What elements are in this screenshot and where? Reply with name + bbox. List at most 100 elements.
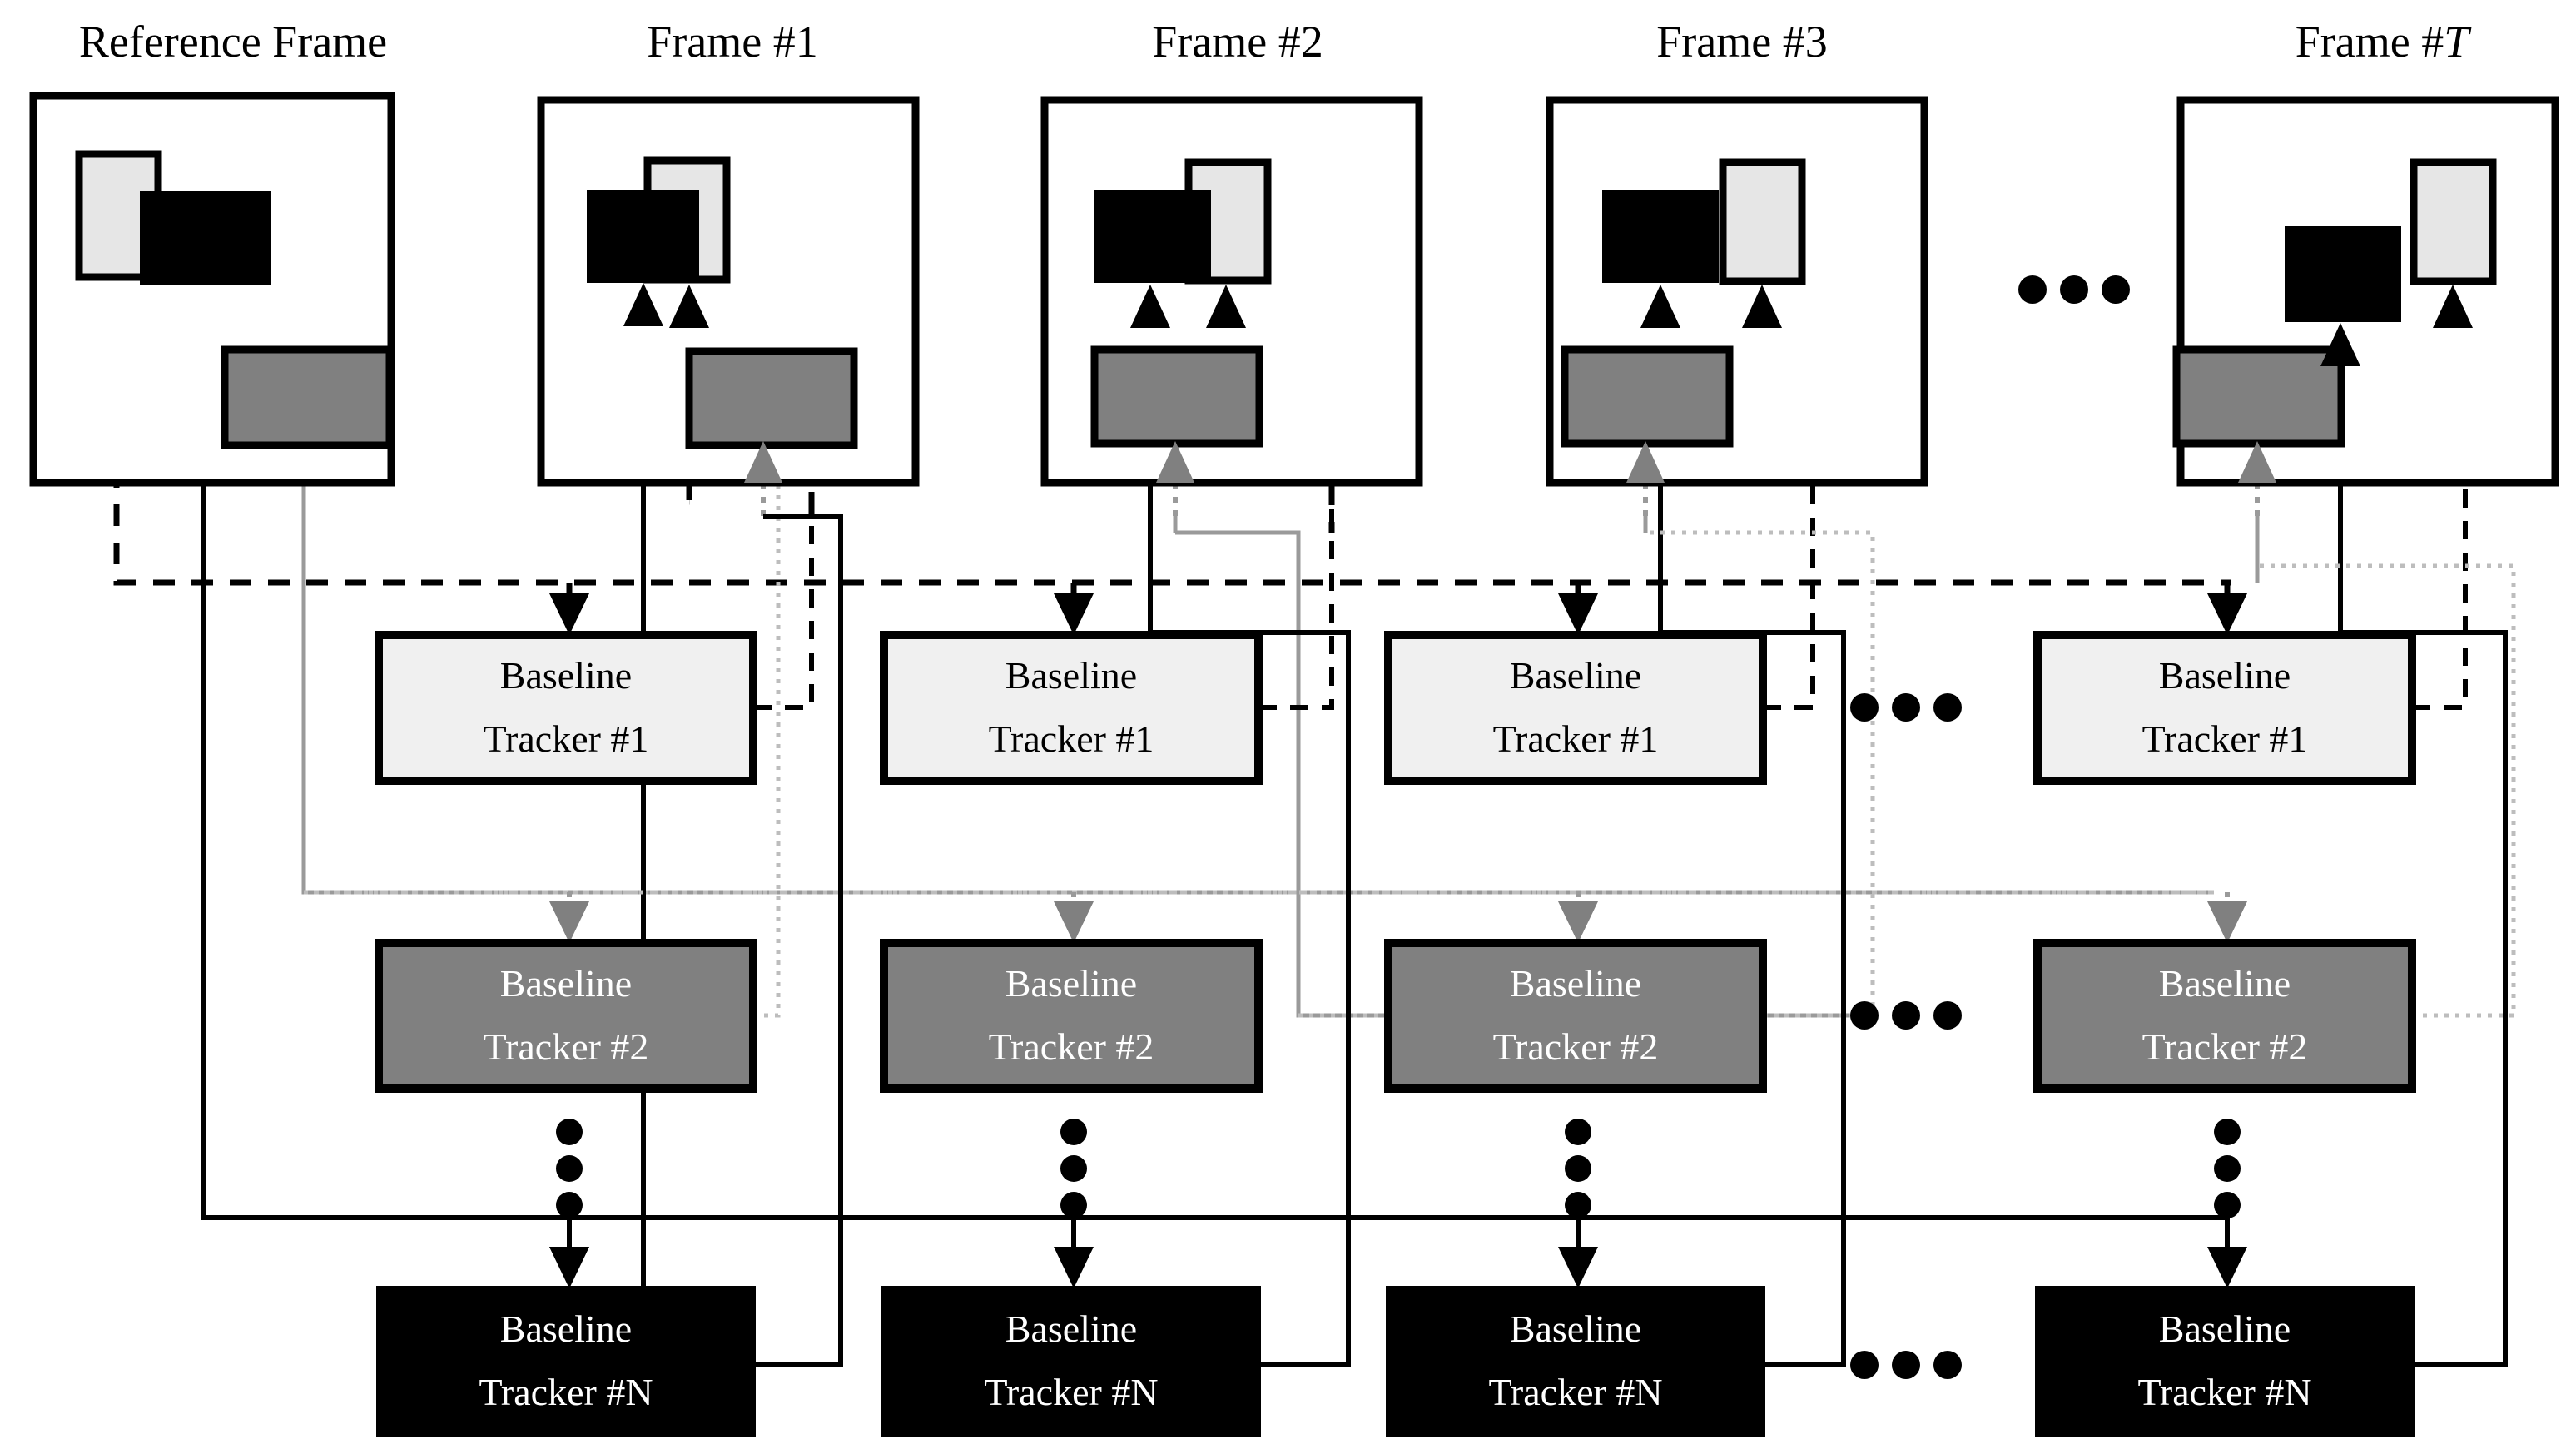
tracker-label-line1: Baseline <box>2159 654 2291 697</box>
trackerN-row-dots-icon <box>1850 1351 1962 1379</box>
tracker-label-line2: Tracker #N <box>479 1371 653 1413</box>
frame-panel-1[interactable] <box>537 96 920 487</box>
trackerN-col1-return <box>753 514 843 1367</box>
arrow-into-tracker2-col3 <box>1558 892 1598 943</box>
colT-solid-feed <box>2338 483 2508 1367</box>
f3-gray-arrowhead <box>1626 441 1665 483</box>
f3-light-arrowhead <box>1742 285 1782 328</box>
gray-target-rect <box>1561 345 1734 448</box>
f1-light-arrowhead <box>669 285 709 328</box>
tracker2-col1-return <box>753 454 781 1018</box>
tracker-box-row2-col2[interactable]: Baseline Tracker #2 <box>880 939 1263 1093</box>
tracker-label-line2: Tracker #N <box>1488 1371 1662 1413</box>
col3-solid-feed <box>1658 483 1846 1365</box>
tracker-box-row2-colT[interactable]: Baseline Tracker #2 <box>2033 939 2416 1093</box>
tracker-label-line1: Baseline <box>1510 1308 1641 1350</box>
tracker2-row-dots-icon <box>1850 1001 1962 1030</box>
frame-panel-3[interactable] <box>1546 96 1928 487</box>
tracker-label-line2: Tracker #2 <box>484 1025 649 1068</box>
black-target-rect <box>1094 190 1211 283</box>
tracker-label-line1: Baseline <box>500 654 632 697</box>
tracker-label-line1: Baseline <box>2159 1308 2291 1350</box>
tracker-box-rowN-col1[interactable]: Baseline Tracker #N <box>376 1286 756 1437</box>
tracker-label-line1: Baseline <box>500 1308 632 1350</box>
gray-target-rect <box>1090 345 1263 448</box>
frame-panel-reference[interactable] <box>29 92 395 487</box>
frame-title-t-base: Frame # <box>2296 17 2444 67</box>
arrow-into-tracker1-colT <box>2207 583 2247 635</box>
tracker-boxes: Baseline Tracker #1 Baseline Tracker #1 … <box>375 631 2416 1437</box>
arrow-into-trackerN-col1 <box>549 1218 589 1288</box>
light-target-rect <box>2410 158 2497 285</box>
gray-target-rect <box>2172 345 2345 448</box>
col3-vertical-dots-icon <box>1565 1119 1591 1218</box>
arrow-into-tracker1-col2 <box>1054 583 1094 635</box>
tracker-label-line2: Tracker #N <box>984 1371 1158 1413</box>
tracker-label-line1: Baseline <box>1510 654 1641 697</box>
col1-solid-feed <box>641 476 841 1367</box>
gray-target-rect <box>221 345 394 449</box>
tracker-box-row1-col2[interactable]: Baseline Tracker #1 <box>880 631 1263 785</box>
col2-solid-feed <box>1148 483 1351 1365</box>
f2-gray-arrowhead <box>1156 441 1194 483</box>
tracker-box-row1-col1[interactable]: Baseline Tracker #1 <box>375 631 757 785</box>
frame-title-t: Frame #T <box>2296 17 2472 67</box>
tracker-box-row1-colT[interactable]: Baseline Tracker #1 <box>2033 631 2416 785</box>
tracker-label-line2: Tracker #1 <box>1493 717 1659 760</box>
tracker-label-line1: Baseline <box>500 962 632 1005</box>
tracker-label-line1: Baseline <box>1005 962 1137 1005</box>
frame-title-reference: Reference Frame <box>79 17 387 67</box>
frame-title-t-italic: T <box>2444 17 2472 67</box>
arrow-into-tracker2-col1 <box>549 892 589 943</box>
tracker-box-row2-col3[interactable]: Baseline Tracker #2 <box>1384 939 1767 1093</box>
tracker-label-line1: Baseline <box>1510 962 1641 1005</box>
ft-gray-arrowhead <box>2238 441 2276 483</box>
tracker-box-rowN-colT[interactable]: Baseline Tracker #N <box>2035 1286 2415 1437</box>
black-target-rect <box>140 191 271 285</box>
arrow-into-tracker2-colT <box>2207 892 2247 943</box>
tracker2-col3-return <box>1645 530 1875 1018</box>
tracker-label-line2: Tracker #1 <box>2142 717 2308 760</box>
light-target-rect <box>1719 158 1806 285</box>
f2-black-arrowhead <box>1130 285 1170 328</box>
frame-title-1: Frame #1 <box>647 17 817 67</box>
arrow-into-tracker2-col2 <box>1054 892 1094 943</box>
frame-panels <box>29 92 2559 487</box>
frame-title-3: Frame #3 <box>1656 17 1827 67</box>
tracker-box-rowN-col2[interactable]: Baseline Tracker #N <box>881 1286 1261 1437</box>
tracker-label-line2: Tracker #N <box>2137 1371 2311 1413</box>
f1-gray-arrowhead <box>744 441 782 483</box>
gray-target-rect <box>685 347 858 449</box>
frame-panel-2[interactable] <box>1040 96 1423 487</box>
frame-panel-t[interactable] <box>2172 96 2559 487</box>
ellipsis-dots <box>556 275 2241 1379</box>
frames-row-dots-icon <box>2018 275 2130 304</box>
tracker-box-rowN-col3[interactable]: Baseline Tracker #N <box>1386 1286 1765 1437</box>
tracker-box-row2-col1[interactable]: Baseline Tracker #2 <box>375 939 757 1093</box>
colT-vertical-dots-icon <box>2214 1119 2241 1218</box>
tracker-label-line2: Tracker #1 <box>989 717 1154 760</box>
arrow-into-trackerN-col2 <box>1054 1218 1094 1288</box>
panel-arrowheads <box>623 283 2473 483</box>
tracker-label-line2: Tracker #1 <box>484 717 649 760</box>
tracker-label-line2: Tracker #2 <box>1493 1025 1659 1068</box>
col1-vertical-dots-icon <box>556 1119 583 1218</box>
tracker-label-line1: Baseline <box>1005 654 1137 697</box>
tracker1-row-dots-icon <box>1850 693 1962 722</box>
tracker-box-row1-col3[interactable]: Baseline Tracker #1 <box>1384 631 1767 785</box>
frame-titles: Reference Frame Frame #1 Frame #2 Frame … <box>79 17 2472 67</box>
arrow-into-trackerN-col3 <box>1558 1218 1598 1288</box>
tracker1-col1-return <box>753 454 814 710</box>
tracker-label-line2: Tracker #2 <box>989 1025 1154 1068</box>
black-target-rect <box>587 190 699 283</box>
f2-light-arrowhead <box>1206 285 1246 328</box>
ft-black-arrowhead <box>2320 323 2360 366</box>
arrow-into-trackerN-colT <box>2207 1218 2247 1288</box>
tracker-label-line1: Baseline <box>1005 1308 1137 1350</box>
black-target-rect <box>2285 226 2401 322</box>
black-target-rect <box>1602 190 1719 283</box>
arrow-into-tracker1-col3 <box>1558 583 1598 635</box>
col2-vertical-dots-icon <box>1060 1119 1087 1218</box>
